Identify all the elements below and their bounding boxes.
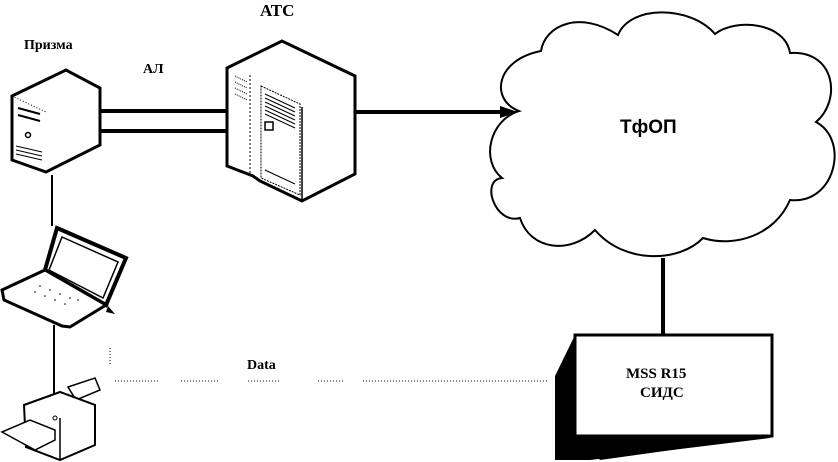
mss-box-icon [555, 333, 774, 460]
mss-label-line1: MSS R15 [626, 366, 687, 382]
ats-label: АТС [260, 1, 295, 20]
tfop-cloud-icon [489, 11, 836, 258]
laptop-icon [0, 225, 129, 329]
printer-icon [0, 377, 101, 462]
ats-exchange-icon [225, 39, 357, 203]
tfop-label: ТфОП [620, 117, 677, 138]
data-link-label: Data [247, 358, 276, 373]
link-al [100, 109, 230, 133]
prizma-label: Призма [24, 38, 73, 53]
prizma-server-icon [10, 68, 102, 174]
mss-label-line2: СИДС [640, 385, 684, 401]
al-link-label: АЛ [143, 62, 164, 77]
arrow-head-icon [500, 106, 518, 118]
